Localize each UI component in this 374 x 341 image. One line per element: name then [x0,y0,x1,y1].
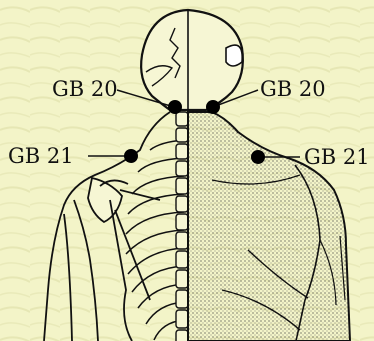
gb21-right-label: GB 21 [304,147,370,168]
skull [141,10,243,110]
gb20-left-label: GB 20 [52,79,118,100]
gb21-left-label: GB 21 [8,146,74,167]
gb20-right-label: GB 20 [260,79,326,100]
spine [176,112,188,341]
gb20-right-marker [206,100,220,114]
gb21-right-marker [251,150,265,164]
gb20-left-marker [168,100,182,114]
gb21-left-marker [124,149,138,163]
